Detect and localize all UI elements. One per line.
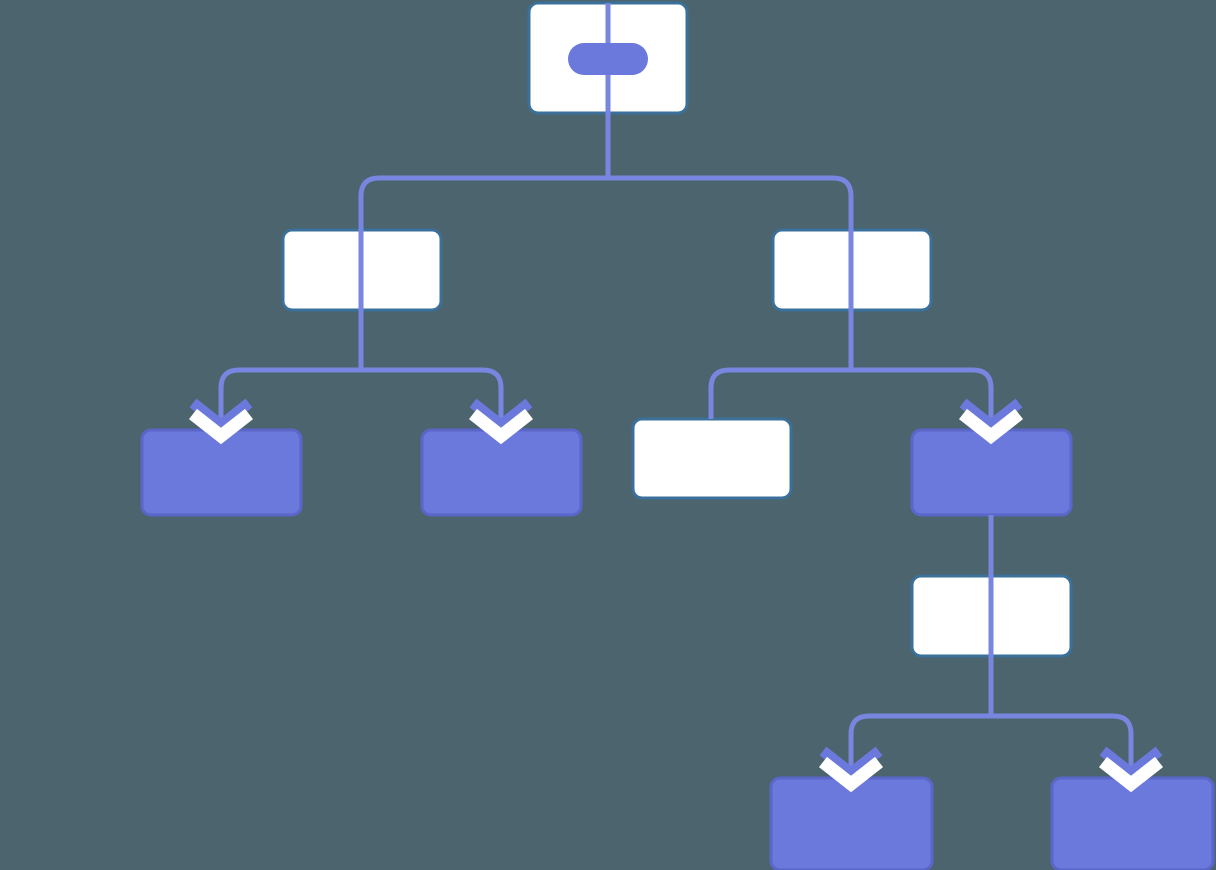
edge-e4[interactable] xyxy=(358,310,504,440)
edge-e2[interactable] xyxy=(605,113,854,310)
node-pill-n1 xyxy=(568,43,648,75)
node-n10[interactable] xyxy=(1050,776,1215,870)
arrowhead-icon-a10 xyxy=(1098,746,1164,793)
edge-e3[interactable] xyxy=(218,230,364,440)
arrowhead-icon-a4 xyxy=(188,398,254,445)
arrowhead-layer xyxy=(188,398,1164,793)
edge-e8[interactable] xyxy=(848,576,994,788)
edge-layer xyxy=(218,3,1134,788)
node-n6[interactable] xyxy=(631,417,793,500)
arrowhead-icon-a9 xyxy=(818,746,884,793)
arrowhead-icon-a5 xyxy=(468,398,534,445)
node-layer xyxy=(140,1,1215,870)
edge-e5[interactable] xyxy=(708,230,854,419)
pill-layer xyxy=(568,43,648,75)
edge-e9[interactable] xyxy=(988,656,1134,788)
arrowhead-icon-a7 xyxy=(958,398,1024,445)
edge-e6[interactable] xyxy=(848,310,994,440)
